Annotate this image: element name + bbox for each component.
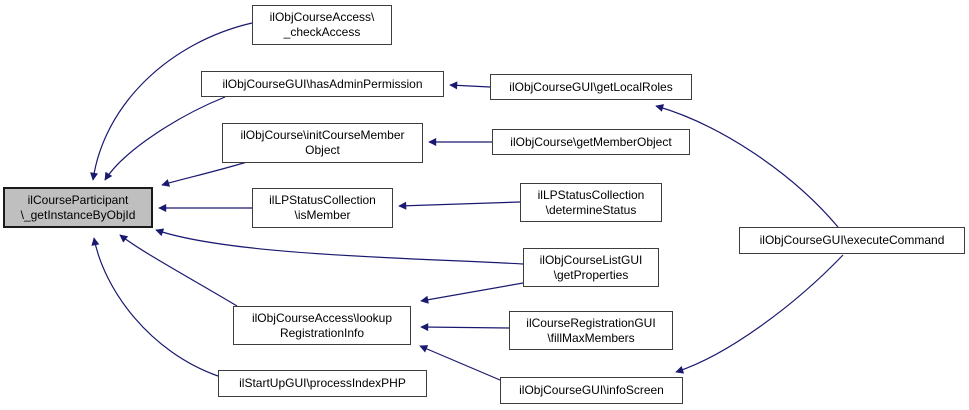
node-label: ilCourseParticipant \_getInstanceByObjId xyxy=(20,192,136,222)
node-process-index-php[interactable]: ilStartUpGUI\processIndexPHP xyxy=(218,370,427,397)
node-label: ilCourseRegistrationGUI \fillMaxMembers xyxy=(526,315,656,345)
edge-lookupregistrationinfo-to-getinstance xyxy=(119,234,238,307)
node-label: ilObjCourse\initCourseMember Object xyxy=(240,128,405,157)
node-label: ilObjCourseListGUI \getProperties xyxy=(539,252,643,282)
node-check-access[interactable]: ilObjCourseAccess\ _checkAccess xyxy=(252,5,392,45)
edge-getproperties-to-getinstance xyxy=(155,228,524,265)
node-info-screen[interactable]: ilObjCourseGUI\infoScreen xyxy=(500,377,683,404)
edge-fillmaxmembers-to-lookupregistrationinfo xyxy=(420,323,510,332)
node-execute-command[interactable]: ilObjCourseGUI\executeCommand xyxy=(739,227,965,254)
node-label: ilObjCourseAccess\ _checkAccess xyxy=(269,10,375,39)
edge-getlocalroles-to-hasadminpermission xyxy=(449,81,491,90)
node-lookup-registration-info[interactable]: ilObjCourseAccess\lookup RegistrationInf… xyxy=(233,306,411,345)
node-fill-max-members[interactable]: ilCourseRegistrationGUI \fillMaxMembers xyxy=(509,311,673,350)
edge-checkaccess-to-getinstance xyxy=(90,22,253,181)
node-label: ilObjCourseGUI\hasAdminPermission xyxy=(222,76,423,91)
node-label: ilStartUpGUI\processIndexPHP xyxy=(239,376,406,390)
node-has-admin-permission[interactable]: ilObjCourseGUI\hasAdminPermission xyxy=(201,71,444,97)
node-is-member[interactable]: ilLPStatusCollection \isMember xyxy=(252,188,393,228)
edge-executecommand-to-infoscreen xyxy=(675,254,844,374)
node-label: ilObjCourseGUI\getLocalRoles xyxy=(509,79,673,94)
edge-executecommand-to-getlocalroles xyxy=(655,104,839,228)
edge-initcoursememberobject-to-getinstance xyxy=(161,161,248,187)
edge-determinestatus-to-ismember xyxy=(398,201,521,210)
node-label: ilObjCourse\getMemberObject xyxy=(510,134,672,149)
node-determine-status[interactable]: ilLPStatusCollection \determineStatus xyxy=(520,183,662,222)
node-label: ilObjCourseAccess\lookup RegistrationInf… xyxy=(251,310,393,340)
node-get-local-roles[interactable]: ilObjCourseGUI\getLocalRoles xyxy=(490,74,692,100)
edge-getproperties-to-lookupregistrationinfo xyxy=(420,282,524,304)
node-get-instance-by-obj-id: ilCourseParticipant \_getInstanceByObjId xyxy=(3,187,153,228)
edge-processindexphp-to-getinstance xyxy=(91,237,219,377)
edge-hasadminpermission-to-getinstance xyxy=(104,96,226,181)
node-init-course-member-object[interactable]: ilObjCourse\initCourseMember Object xyxy=(222,123,423,163)
node-label: ilLPStatusCollection \determineStatus xyxy=(537,187,645,217)
node-get-member-object[interactable]: ilObjCourse\getMemberObject xyxy=(492,129,690,155)
edge-infoscreen-to-lookupregistrationinfo xyxy=(419,345,501,381)
node-label: ilObjCourseGUI\infoScreen xyxy=(519,383,664,397)
node-label: ilLPStatusCollection \isMember xyxy=(269,193,376,222)
node-get-properties[interactable]: ilObjCourseListGUI \getProperties xyxy=(523,248,659,287)
node-label: ilObjCourseGUI\executeCommand xyxy=(759,233,945,247)
